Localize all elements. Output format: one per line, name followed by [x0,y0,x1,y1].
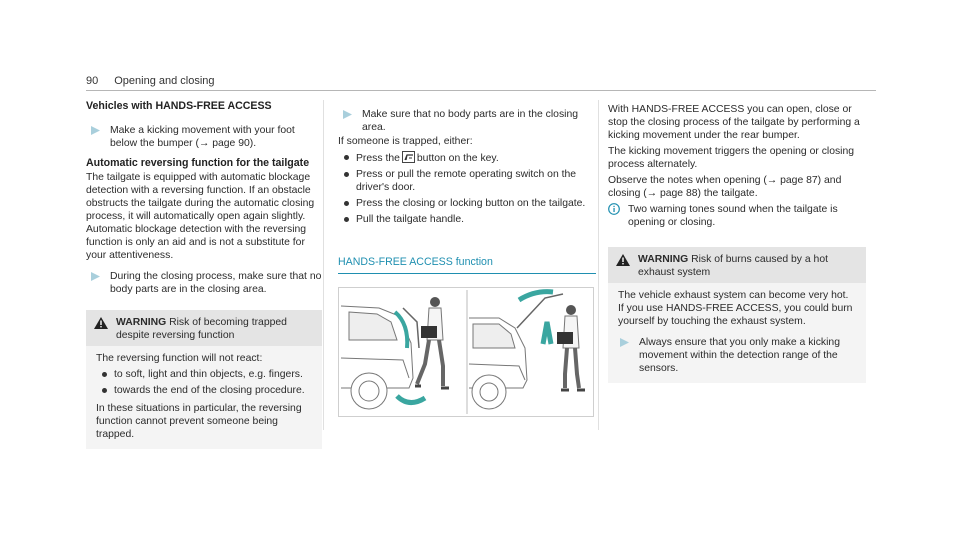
bullet-text: Press or pull the remote operating switc… [356,169,577,193]
instruction-step: Always ensure that you only make a kicki… [620,336,856,375]
info-note: Two warning tones sound when the tailgat… [608,203,866,229]
instruction-step: Make sure that no body parts are in the … [343,108,596,134]
car-rear-right [468,293,564,410]
warning-header: WARNING Risk of burns caused by a hot ex… [608,247,866,283]
list-item: Pull the tailgate handle. [344,213,596,226]
bullet-text: Press the [356,153,400,164]
heading-vehicles-hfa: Vehicles with HANDS-FREE ACCESS [86,100,272,112]
paragraph-observe: Observe the notes when opening (→ page 8… [608,175,842,199]
step-arrow-icon [620,338,629,347]
instruction-step: Make a kicking movement with your foot b… [91,124,322,150]
step-text: Make sure that no body parts are in the … [362,109,579,133]
paragraph-reversing: The tailgate is equipped with automatic … [86,172,315,261]
warning-text: The vehicle exhaust system can become ve… [618,290,853,327]
step-arrow-icon [343,110,352,119]
heading-reversing: Automatic reversing function for the tai… [86,157,310,169]
trapped-intro: If someone is trapped, either: [338,136,473,147]
bullet-text: towards the end of the closing procedure… [114,385,305,396]
list-item: towards the end of the closing procedure… [102,384,312,397]
warning-triangle-icon [616,254,630,279]
header-rule [86,90,876,91]
person-left [415,297,449,390]
step-text: Make a kicking movement with your foot b… [110,125,295,149]
step-text: During the closing process, make sure th… [110,271,322,295]
column-divider [323,100,324,430]
list-item: to soft, light and thin objects, e.g. fi… [102,368,312,381]
info-icon [608,203,620,229]
instruction-step: During the closing process, make sure th… [91,270,322,296]
bullet-text: to soft, light and thin objects, e.g. fi… [114,369,303,380]
warning-intro: The reversing function will not react: [96,353,263,364]
paragraph-alternate: The kicking movement triggers the openin… [608,146,855,170]
kick-arrow [395,394,427,405]
list-item: Press the closing or locking button on t… [344,197,596,210]
note-text: Two warning tones sound when the tailgat… [628,204,838,228]
warning-box-burns: WARNING Risk of burns caused by a hot ex… [608,247,866,383]
list-item: Press the button on the key. [344,151,596,165]
warning-header: WARNING Risk of becoming trapped despite… [86,310,322,346]
step-text: Always ensure that you only make a kicki… [639,337,840,374]
page-header: 90 Opening and closing [86,75,215,88]
bullet-text: button on the key. [416,153,499,164]
section-title-header: Opening and closing [114,75,215,87]
tailgate-open-arrow [517,289,554,303]
column-divider [598,100,599,430]
warning-end: In these situations in particular, the r… [96,403,302,440]
warning-title: WARNING [116,317,167,328]
hfa-illustration-svg [340,289,585,414]
column-3: With HANDS-FREE ACCESS you can open, clo… [608,100,866,383]
car-rear-left [340,305,420,410]
section-title-hfa: HANDS-FREE ACCESS function [338,256,596,274]
hfa-illustration [338,287,594,417]
bullet-text: Pull the tailgate handle. [356,214,465,225]
up-down-arrow [540,321,554,345]
tailgate-motion-arrow [393,310,410,349]
warning-box-trapped: WARNING Risk of becoming trapped despite… [86,310,322,449]
column-2: Make sure that no body parts are in the … [338,100,596,417]
warning-subtitle: Risk of becoming trapped despite reversi… [116,317,287,341]
warning-body: The vehicle exhaust system can become ve… [608,283,866,383]
list-item: Press or pull the remote operating switc… [344,168,596,194]
column-1: Vehicles with HANDS-FREE ACCESS Make a k… [86,100,322,449]
tailgate-key-icon [401,151,415,163]
person-right [557,305,585,392]
warning-title: WARNING [638,254,689,265]
step-arrow-icon [91,126,100,135]
warning-subtitle: Risk of burns caused by a hot exhaust sy… [638,254,828,278]
bullet-text: Press the closing or locking button on t… [356,198,586,209]
page-number: 90 [86,75,99,87]
warning-body: The reversing function will not react: t… [86,346,322,449]
warning-triangle-icon [94,317,108,342]
paragraph-hfa-intro: With HANDS-FREE ACCESS you can open, clo… [608,104,860,141]
step-arrow-icon [91,272,100,281]
